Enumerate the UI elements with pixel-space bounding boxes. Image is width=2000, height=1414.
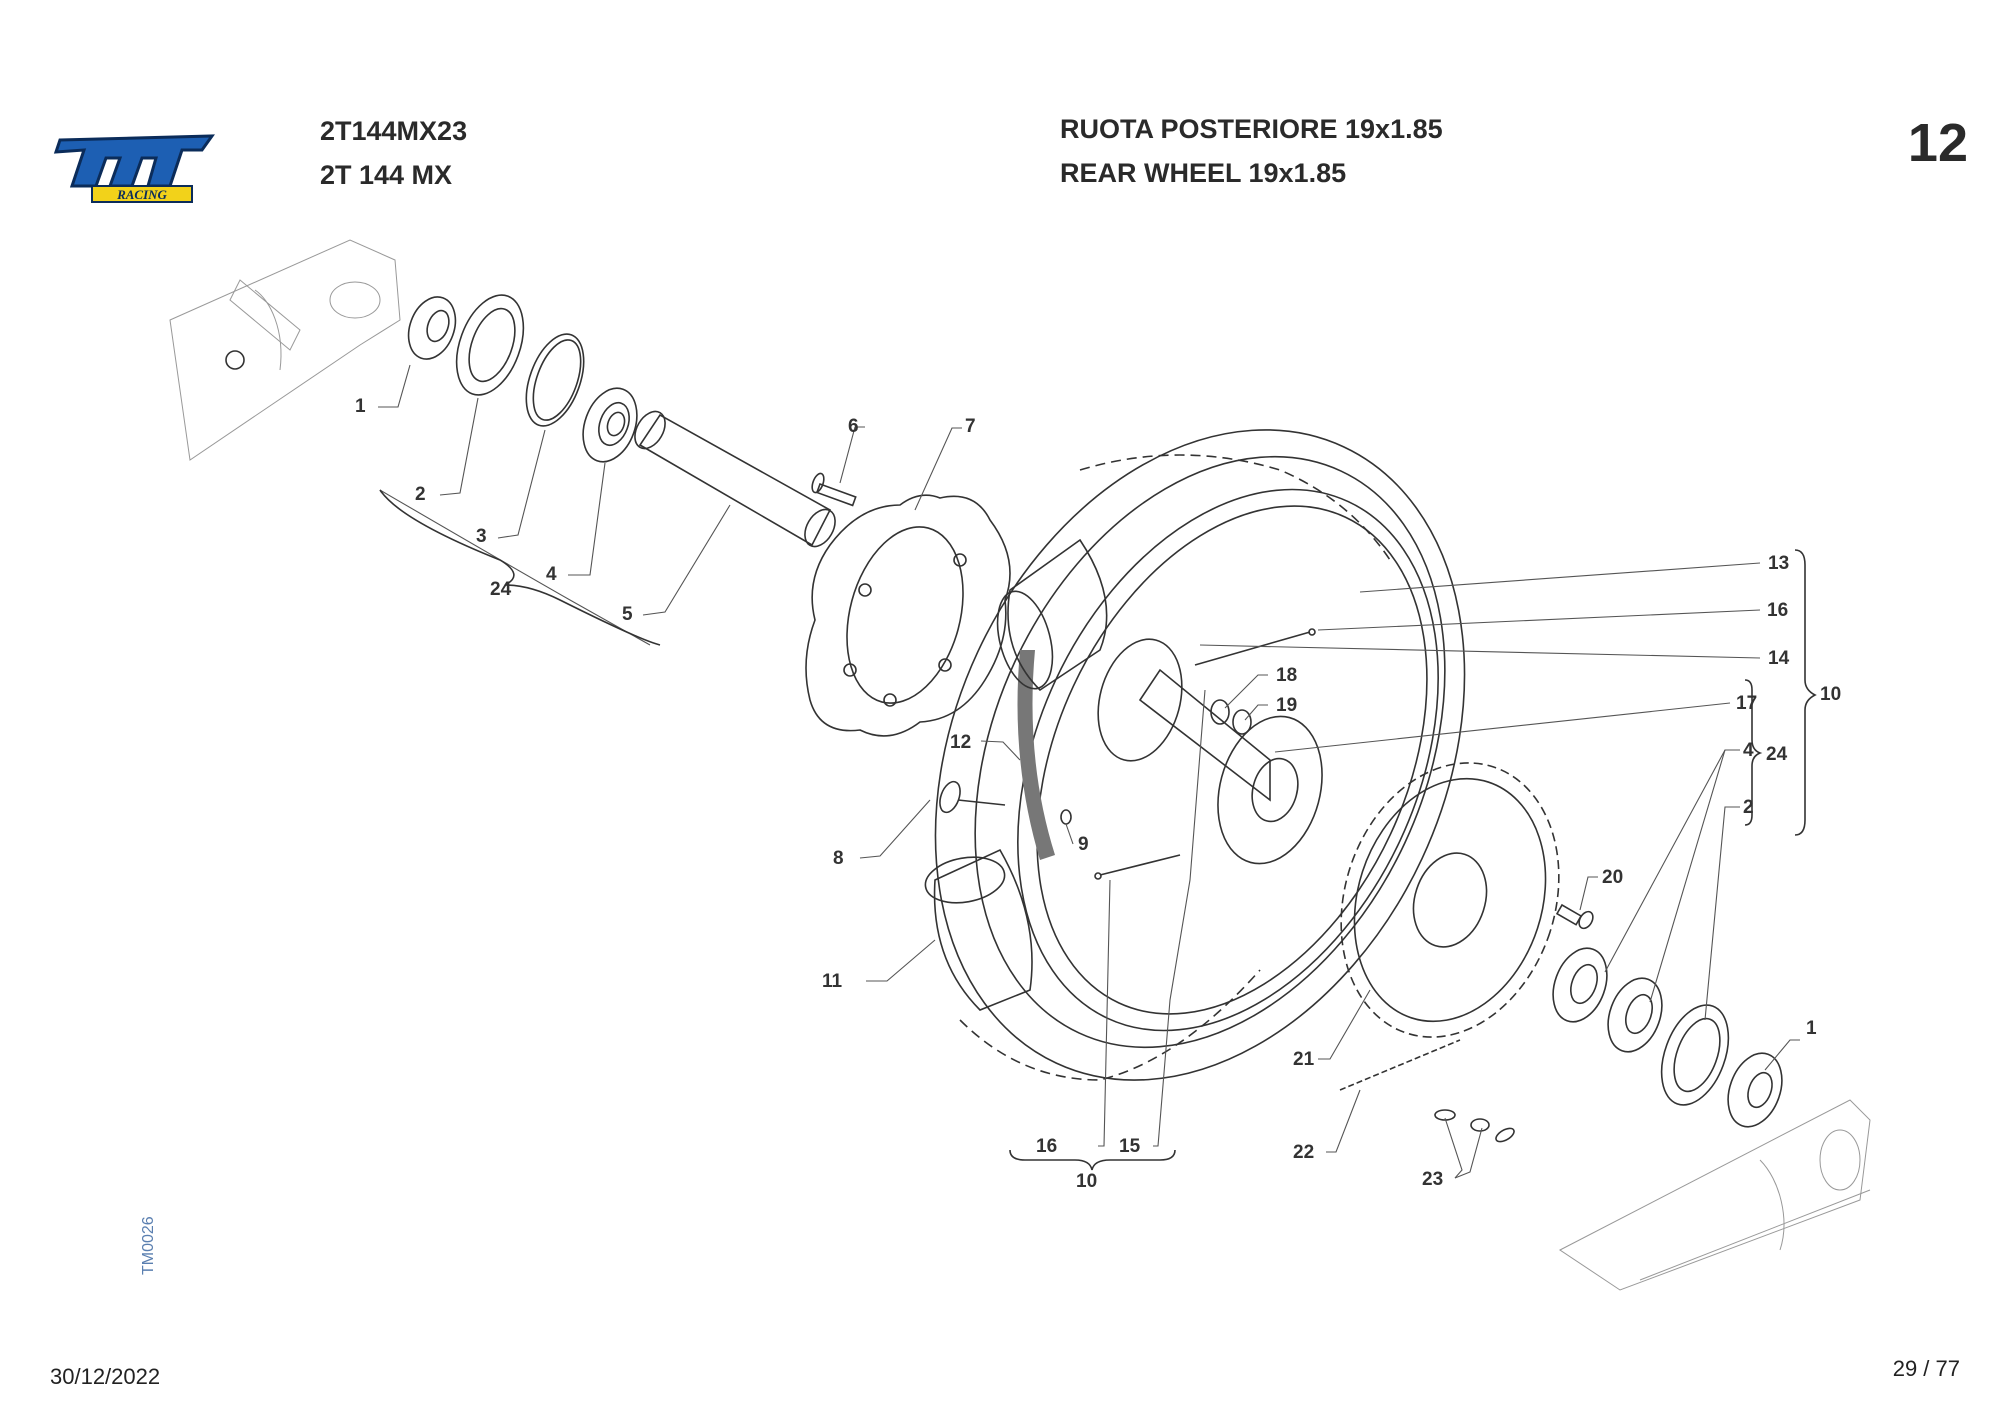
diagram-title-italian: RUOTA POSTERIORE 19x1.85 (1060, 114, 1443, 144)
group-braces (379, 489, 1817, 1171)
swingarm-right-illustration (1559, 1099, 1871, 1291)
callout-5: 5 (622, 604, 633, 625)
callout-2-left: 2 (415, 484, 426, 505)
callout-24-left: 24 (490, 579, 512, 600)
part-20-bolt (1555, 903, 1594, 930)
callout-19: 19 (1276, 695, 1297, 716)
part-14-16-spokes (1094, 628, 1316, 880)
callout-3: 3 (476, 526, 487, 547)
callout-9: 9 (1078, 834, 1089, 855)
callout-4-left: 4 (546, 564, 557, 585)
part-6-screw (811, 472, 857, 507)
part-11-inner-tube (924, 538, 1108, 1011)
callout-11: 11 (822, 971, 843, 992)
part-2-oil-seal-right (1660, 1004, 1730, 1106)
callout-23: 23 (1422, 1169, 1443, 1190)
callout-16-bottom: 16 (1036, 1136, 1057, 1157)
part-4-bearing-right (1552, 947, 1663, 1053)
callout-labels: 1 2 3 4 24 5 6 7 8 9 10 11 12 13 14 15 1… (355, 396, 1841, 1192)
model-name: 2T 144 MX (320, 160, 453, 190)
callout-21: 21 (1293, 1049, 1315, 1070)
tm-racing-logo: RACING (53, 134, 215, 203)
table-number: 12 (1907, 113, 1968, 173)
callout-10-right: 10 (1820, 684, 1841, 705)
part-8-valve (939, 780, 1006, 814)
part-3-circlip (525, 333, 585, 427)
part-1-spacer-right (1727, 1052, 1783, 1128)
callout-24-right: 24 (1766, 744, 1788, 765)
callout-15: 15 (1119, 1136, 1141, 1157)
part-4-bearing-left (582, 387, 638, 463)
part-15-hub (1097, 638, 1323, 865)
part-7-brake-disc (805, 494, 1011, 737)
part-5-spacer-tube (634, 410, 836, 548)
callout-10-bottom: 10 (1076, 1171, 1097, 1192)
callout-7: 7 (965, 416, 976, 437)
callout-1-left: 1 (355, 396, 366, 417)
part-2-oil-seal-left (455, 294, 525, 396)
wheel-tyre (934, 429, 1466, 1081)
part-22-chain (1339, 1039, 1461, 1091)
swingarm-left-illustration (169, 239, 401, 461)
callout-14: 14 (1768, 648, 1790, 669)
part-23-chain-link (1434, 1109, 1515, 1143)
callout-17: 17 (1736, 693, 1757, 714)
callout-20: 20 (1602, 867, 1623, 888)
leader-lines (378, 364, 1800, 1179)
diagram-title-english: REAR WHEEL 19x1.85 (1060, 158, 1347, 188)
part-21-sprocket (1340, 762, 1560, 1038)
part-1-spacer-left (407, 296, 457, 360)
part-12-rim-band (1017, 650, 1055, 860)
callout-4-right: 4 (1743, 740, 1754, 761)
logo-racing-text: RACING (116, 187, 167, 202)
callout-12: 12 (950, 732, 971, 753)
callout-18: 18 (1276, 665, 1297, 686)
callout-22: 22 (1293, 1142, 1314, 1163)
footer-date: 30/12/2022 (50, 1364, 161, 1389)
part-9-nut (1060, 809, 1072, 825)
callout-8: 8 (833, 848, 844, 869)
part-18-19-spacers (1210, 699, 1252, 735)
callout-2-right: 2 (1743, 797, 1754, 818)
callout-6: 6 (848, 416, 859, 437)
footer-page-counter: 29 / 77 (1892, 1356, 1960, 1381)
callout-13: 13 (1768, 553, 1789, 574)
model-code: 2T144MX23 (320, 116, 468, 146)
callout-1-right: 1 (1806, 1018, 1817, 1039)
callout-16-right: 16 (1767, 600, 1788, 621)
